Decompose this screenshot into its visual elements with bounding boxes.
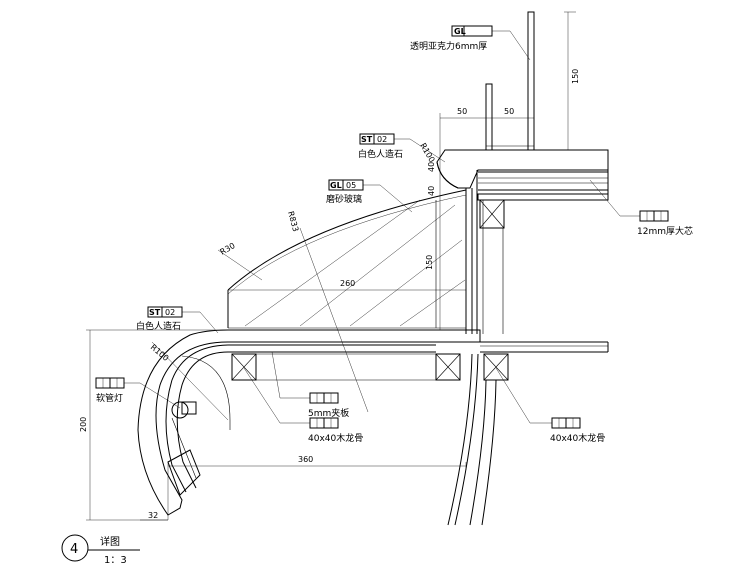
- svg-text:02: 02: [165, 308, 175, 317]
- dim-150-mid: 150: [425, 255, 434, 270]
- svg-text:白色人造石: 白色人造石: [358, 148, 403, 160]
- svg-text:ST: ST: [361, 135, 373, 144]
- svg-text:40x40木龙骨: 40x40木龙骨: [550, 432, 605, 444]
- svg-text:150: 150: [571, 69, 580, 84]
- dim-r100-left: R100: [149, 341, 229, 421]
- svg-text:200: 200: [79, 417, 88, 432]
- keel-left: [231, 353, 257, 381]
- svg-text:GL: GL: [330, 181, 342, 190]
- title-block: 4 详图 1：3: [61, 534, 140, 566]
- vertical-frame: [465, 170, 504, 334]
- detail-title: 详图: [100, 535, 120, 548]
- dim-r30: R30: [217, 241, 263, 281]
- svg-text:40x40木龙骨: 40x40木龙骨: [308, 432, 363, 444]
- keel-top: [479, 199, 505, 229]
- dim-r833: R833: [286, 210, 300, 232]
- callout-plywood: 5mm夹板: [271, 351, 349, 419]
- svg-text:ST: ST: [149, 308, 161, 317]
- callout-acrylic: GL 透明亚克力6mm厚: [410, 25, 531, 61]
- svg-text:50: 50: [457, 107, 467, 116]
- svg-text:150: 150: [425, 255, 434, 270]
- frosted-glass-panel: [227, 189, 467, 329]
- svg-text:透明亚克力6mm厚: 透明亚克力6mm厚: [410, 40, 487, 52]
- inner-curve: [181, 355, 231, 430]
- callout-stone-top: ST 02 白色人造石: [358, 133, 446, 163]
- detail-number: 4: [70, 542, 78, 557]
- svg-text:50: 50: [504, 107, 514, 116]
- hose-light-fixture: [167, 401, 201, 496]
- svg-text:R30: R30: [219, 241, 237, 257]
- callout-hose-light: 软管灯: [95, 377, 181, 409]
- stone-counter: [137, 329, 609, 516]
- callout-keel-right: 40x40木龙骨: [495, 367, 605, 444]
- svg-text:5mm夹板: 5mm夹板: [308, 407, 349, 419]
- callout-keel-left: 40x40木龙骨: [243, 367, 363, 444]
- keel-right: [483, 353, 509, 381]
- svg-text:白色人造石: 白色人造石: [136, 320, 181, 332]
- dim-50-50: 50 50: [439, 107, 535, 150]
- acrylic-panel: [485, 11, 535, 151]
- svg-text:32: 32: [148, 511, 158, 520]
- svg-text:260: 260: [340, 279, 355, 288]
- blockboard-layers: [477, 150, 609, 201]
- dim-200: 200: [79, 329, 228, 521]
- keel-middle: [435, 353, 461, 381]
- detail-scale: 1：3: [104, 555, 127, 566]
- dim-r100-top: R100: [418, 142, 436, 165]
- svg-text:360: 360: [298, 455, 313, 464]
- svg-text:12mm厚大芯: 12mm厚大芯: [637, 225, 693, 237]
- svg-text:软管灯: 软管灯: [96, 392, 123, 404]
- callout-stone-main: ST 02 白色人造石: [136, 306, 219, 334]
- svg-text:磨砂玻璃: 磨砂玻璃: [326, 193, 362, 205]
- dim-360: 360: [167, 455, 467, 520]
- stone-cap-top: [436, 149, 609, 189]
- dim-32: 32: [140, 511, 168, 521]
- svg-text:02: 02: [377, 135, 387, 144]
- svg-text:GL: GL: [454, 27, 466, 36]
- callout-frosted-glass: GL 05 磨砂玻璃: [326, 179, 413, 213]
- svg-text:05: 05: [346, 181, 356, 190]
- curved-support: [447, 353, 497, 526]
- dim-150-top: 150: [564, 11, 580, 151]
- dim-40-pair: 40 40: [427, 150, 441, 330]
- svg-text:40: 40: [427, 186, 436, 196]
- svg-text:40: 40: [427, 162, 436, 172]
- dim-260: 260: [228, 279, 466, 291]
- callout-blockboard: 12mm厚大芯: [589, 179, 693, 237]
